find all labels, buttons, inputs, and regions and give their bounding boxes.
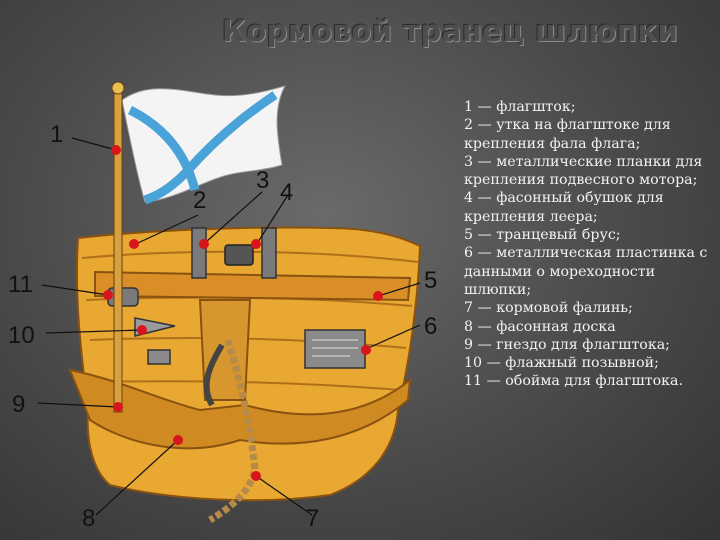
flagstaff [111, 81, 125, 413]
metal-straps [191, 227, 277, 279]
callout-5: 5 [424, 267, 437, 294]
callout-1: 1 [50, 121, 63, 148]
chain-and-painter [203, 338, 259, 524]
callout-8: 8 [82, 505, 95, 532]
legend-item-8: 8 — фасонная доска [464, 318, 616, 335]
slide-title: Кормовой транец шлюпки [222, 14, 679, 48]
flag [121, 85, 286, 205]
callout-3: 3 [256, 167, 269, 194]
callout-2: 2 [193, 187, 206, 214]
legend-item-3: 3 — металлические планки для крепления п… [464, 153, 703, 189]
legend-item-2: 2 — утка на флагштоке для крепления фала… [464, 117, 671, 152]
callout-6: 6 [424, 313, 437, 340]
callout-9: 9 [12, 391, 25, 418]
legend-item-9: 9 — гнездо для флагштока; [464, 336, 670, 353]
callout-11: 11 [8, 271, 33, 298]
data-plate [304, 329, 366, 369]
pointer-lines [37, 137, 421, 516]
callout-7: 7 [306, 505, 319, 532]
legend-item-5: 5 — транцевый брус; [464, 227, 621, 244]
legend-item-7: 7 — кормовой фалинь; [464, 300, 633, 317]
legend-item-1: 1 — флагшток; [464, 99, 576, 115]
pointer-dots [103, 145, 383, 481]
legend-list: 1 — флагшток; 2 — утка на флагштоке для … [464, 98, 709, 391]
legend-item-11: 11 — обойма для флагштока. [464, 373, 683, 390]
legend-item-4: 4 — фасонный обушок для крепления леера; [464, 190, 664, 225]
legend-item-6: 6 — металлическая пластинка с данными о … [464, 245, 708, 298]
callout-10: 10 [8, 322, 35, 349]
legend-item-10: 10 — флажный позывной; [464, 355, 659, 372]
callout-4: 4 [280, 179, 293, 206]
